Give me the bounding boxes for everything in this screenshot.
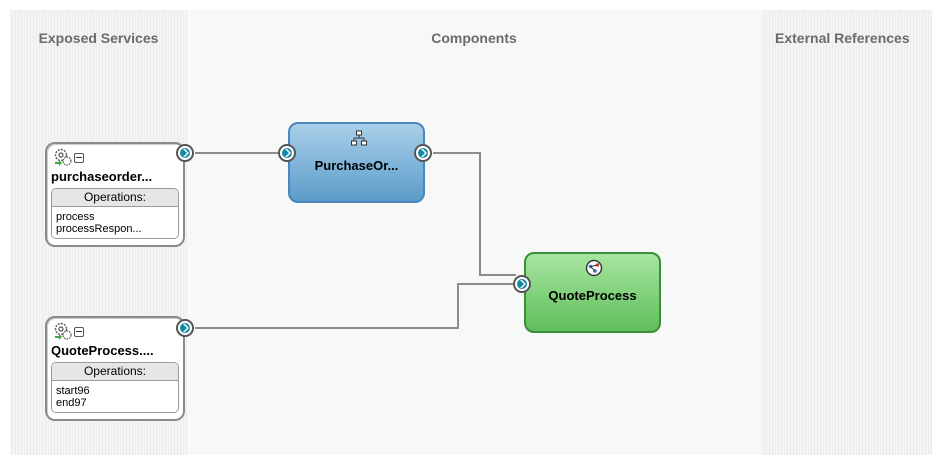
- component-quoteprocess[interactable]: QuoteProcess: [524, 252, 661, 333]
- wires: [195, 152, 516, 329]
- external-references-header: External References: [775, 30, 910, 46]
- composite-canvas: Exposed Services Components External Ref…: [10, 10, 932, 455]
- service-port-icon[interactable]: [176, 319, 194, 337]
- collapse-icon[interactable]: [74, 153, 84, 163]
- operation-item[interactable]: processRespon...: [56, 223, 142, 235]
- operation-item[interactable]: process: [56, 211, 95, 223]
- service-title: purchaseorder...: [51, 169, 153, 184]
- service-gear-icon: [54, 148, 72, 166]
- exposed-services-header: Exposed Services: [38, 30, 159, 46]
- components-header: Components: [431, 30, 517, 46]
- operation-item[interactable]: start96: [56, 385, 90, 397]
- bpmn-process-icon: [585, 259, 603, 277]
- service-card-purchaseorder[interactable]: purchaseorder... Operations: process pro…: [45, 142, 185, 247]
- operations-header: Operations:: [52, 189, 178, 207]
- operations-panel: Operations: process processRespon...: [51, 188, 179, 239]
- operations-panel: Operations: start96 end97: [51, 362, 179, 413]
- service-port-icon[interactable]: [176, 144, 194, 162]
- operation-item[interactable]: end97: [56, 397, 87, 409]
- component-service-port-icon[interactable]: [278, 144, 296, 162]
- bpel-process-icon: [351, 130, 367, 146]
- service-gear-icon: [54, 322, 72, 340]
- component-purchaseorder[interactable]: PurchaseOr...: [288, 122, 425, 203]
- operations-header: Operations:: [52, 363, 178, 381]
- components-lane: Components: [187, 10, 761, 455]
- collapse-icon[interactable]: [74, 327, 84, 337]
- component-service-port-icon[interactable]: [513, 275, 531, 293]
- external-references-lane: External References: [761, 10, 932, 455]
- service-title: QuoteProcess....: [51, 343, 154, 358]
- service-card-quoteprocess[interactable]: QuoteProcess.... Operations: start96 end…: [45, 316, 185, 421]
- component-title: PurchaseOr...: [314, 158, 399, 173]
- wire-purchase-to-quote[interactable]: [433, 152, 516, 276]
- component-reference-port-icon[interactable]: [414, 144, 432, 162]
- component-title: QuoteProcess: [548, 288, 637, 303]
- wire-service2-to-quote[interactable]: [195, 283, 516, 329]
